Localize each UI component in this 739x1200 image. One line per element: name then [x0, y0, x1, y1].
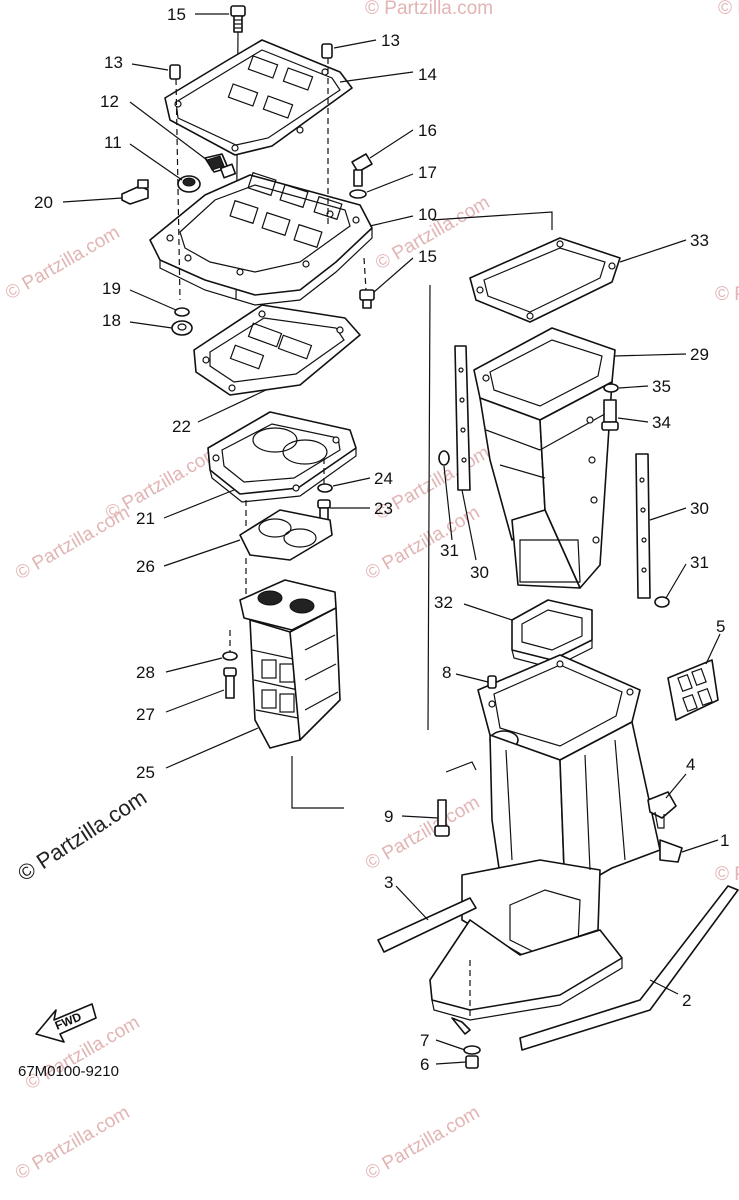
part-12-fitting [204, 153, 237, 179]
callout-13: 13 [381, 31, 400, 50]
part-30-seal-left [454, 345, 471, 491]
callout-17: 17 [418, 163, 437, 182]
watermark: © Partzilla.com [365, 0, 493, 19]
part-28-washer [222, 651, 238, 661]
diagram-code: 67M0100-9210 [18, 1063, 119, 1080]
callout-18: 18 [102, 311, 121, 330]
part-19-washer [174, 307, 190, 317]
part-22-gasket [193, 304, 361, 396]
part-15-bolt-right [359, 289, 375, 309]
callout-32: 32 [434, 593, 453, 612]
part-30-seal-right [635, 453, 651, 599]
callout-3: 3 [384, 873, 393, 892]
fitting-near-7 [451, 1017, 471, 1035]
part-2-seal-strip [519, 885, 739, 1051]
callout-34: 34 [652, 413, 671, 432]
watermark: © Partzilla.com [715, 864, 739, 885]
watermark: © Partzilla.com [715, 284, 739, 305]
fwd-arrow: FWD [35, 1003, 97, 1043]
callout-27: 27 [136, 705, 155, 724]
part-26-gasket [239, 509, 333, 561]
callout-26: 26 [136, 557, 155, 576]
callout-labels: 15 13 13 14 12 11 16 17 20 10 15 33 19 1… [34, 5, 729, 1074]
part-31-grommet-right [654, 596, 670, 608]
callout-5: 5 [716, 617, 725, 636]
part-32-mount [511, 599, 593, 669]
part-31-grommet-left [438, 450, 450, 466]
part-10-housing [149, 171, 373, 306]
callout-22: 22 [172, 417, 191, 436]
part-27-bolt [223, 667, 237, 699]
part-15-bolt-top [230, 5, 246, 33]
callout-30: 30 [470, 563, 489, 582]
callout-6: 6 [420, 1055, 429, 1074]
callout-19: 19 [102, 279, 121, 298]
callout-31: 31 [440, 541, 459, 560]
callout-9: 9 [384, 807, 393, 826]
part-6-bolt [465, 1055, 479, 1069]
part-25-exhaust-guide [239, 579, 341, 749]
part-16-bolt [351, 153, 373, 187]
callout-30: 30 [690, 499, 709, 518]
part-13-dowel-right [321, 43, 333, 59]
part-24-washer [317, 483, 333, 493]
callout-8: 8 [442, 663, 451, 682]
part-29-upper-case-inner [473, 327, 616, 589]
watermark: © Partzilla.com [362, 792, 483, 874]
part-21-plate [207, 411, 357, 503]
watermark: © Partzilla.com [102, 442, 223, 524]
callout-35: 35 [652, 377, 671, 396]
part-11-grommet [177, 175, 201, 193]
callout-10: 10 [418, 205, 437, 224]
part-13-dowel-left [169, 64, 181, 80]
part-4-plug [647, 791, 677, 829]
callout-2: 2 [682, 991, 691, 1010]
callout-15: 15 [167, 5, 186, 24]
part-5-damper [667, 659, 719, 721]
part-9-bolt [434, 799, 450, 837]
callout-31: 31 [690, 553, 709, 572]
callout-7: 7 [420, 1031, 429, 1050]
part-33-gasket [469, 237, 621, 323]
callout-1: 1 [720, 831, 729, 850]
leader-lines [62, 13, 721, 1065]
watermark: © Partzilla.com [718, 0, 739, 19]
part-17-washer [349, 189, 367, 199]
callout-11: 11 [104, 133, 122, 152]
callout-29: 29 [690, 345, 709, 364]
callout-23: 23 [374, 499, 393, 518]
callout-25: 25 [136, 763, 155, 782]
callout-33: 33 [690, 231, 709, 250]
part-18-nut [171, 320, 193, 336]
callout-20: 20 [34, 193, 53, 212]
watermark: © Partzilla.com [12, 1102, 133, 1184]
part-20-nipple [121, 179, 149, 205]
part-35-washer [603, 383, 619, 393]
callout-15: 15 [418, 247, 437, 266]
callout-13: 13 [104, 53, 123, 72]
watermark-main: © Partzilla.com [13, 784, 151, 886]
watermark: © Partzilla.com [362, 1102, 483, 1184]
callout-28: 28 [136, 663, 155, 682]
part-14-gasket [164, 39, 353, 156]
part-34-bolt [601, 399, 619, 431]
callout-12: 12 [100, 92, 119, 111]
part-8-dowel [487, 675, 497, 689]
part-3-seal-strip [377, 897, 477, 953]
part-7-washer [463, 1045, 481, 1055]
callout-21: 21 [136, 509, 155, 528]
part-1-upper-casing [429, 654, 683, 1021]
callout-14: 14 [418, 65, 437, 84]
callout-16: 16 [418, 121, 437, 140]
callout-24: 24 [374, 469, 393, 488]
callout-4: 4 [686, 755, 695, 774]
